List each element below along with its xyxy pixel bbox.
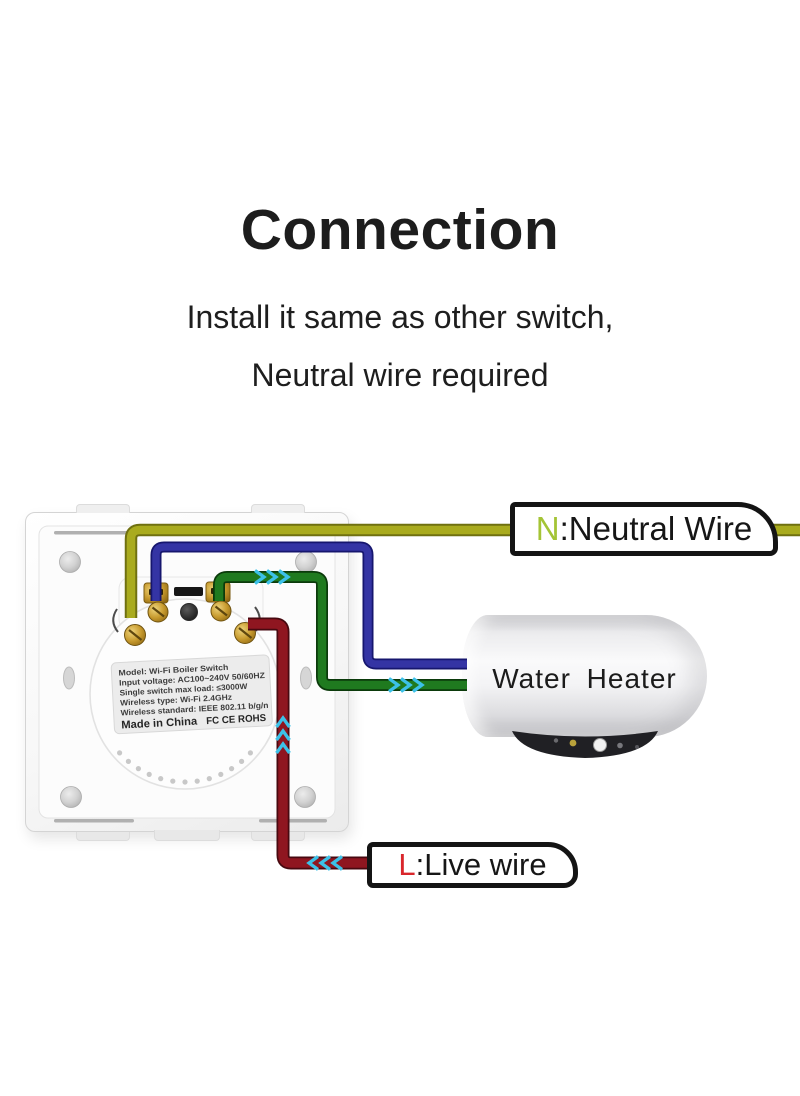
subtitle-line-2: Neutral wire required [251,357,549,393]
module-serration [117,750,253,785]
switch-panel: Model: Wi-Fi Boiler Switch Input voltage… [25,504,349,841]
page-title: Connection [240,198,560,262]
flow-arrows-green-lower [388,677,425,693]
mount-tab [76,504,130,513]
terminal-slot [174,587,203,596]
flow-arrows-red-bottom [306,855,343,871]
mount-tab [154,830,220,841]
live-prefix: L [398,847,416,882]
neutral-prefix: N [535,510,560,547]
live-wire-label-box: L:Live wire [367,842,578,888]
neutral-label-text: :Neutral Wire [559,510,753,547]
neutral-wire-label-box: N:Neutral Wire [510,502,778,556]
water-heater: Water Heater [462,615,707,737]
live-label-text: :Live wire [415,847,547,882]
mount-tab [251,504,305,513]
mount-tab [251,832,305,841]
mount-tab [76,832,130,841]
switch-panel-details: Model: Wi-Fi Boiler Switch Input voltage… [38,525,336,823]
subtitle-line-1: Install it same as other switch, [186,299,614,335]
sticker-made-in: Made in China [121,716,198,732]
switch-sticker: Model: Wi-Fi Boiler Switch Input voltage… [110,654,273,735]
water-heater-label: Water Heater [492,663,677,694]
